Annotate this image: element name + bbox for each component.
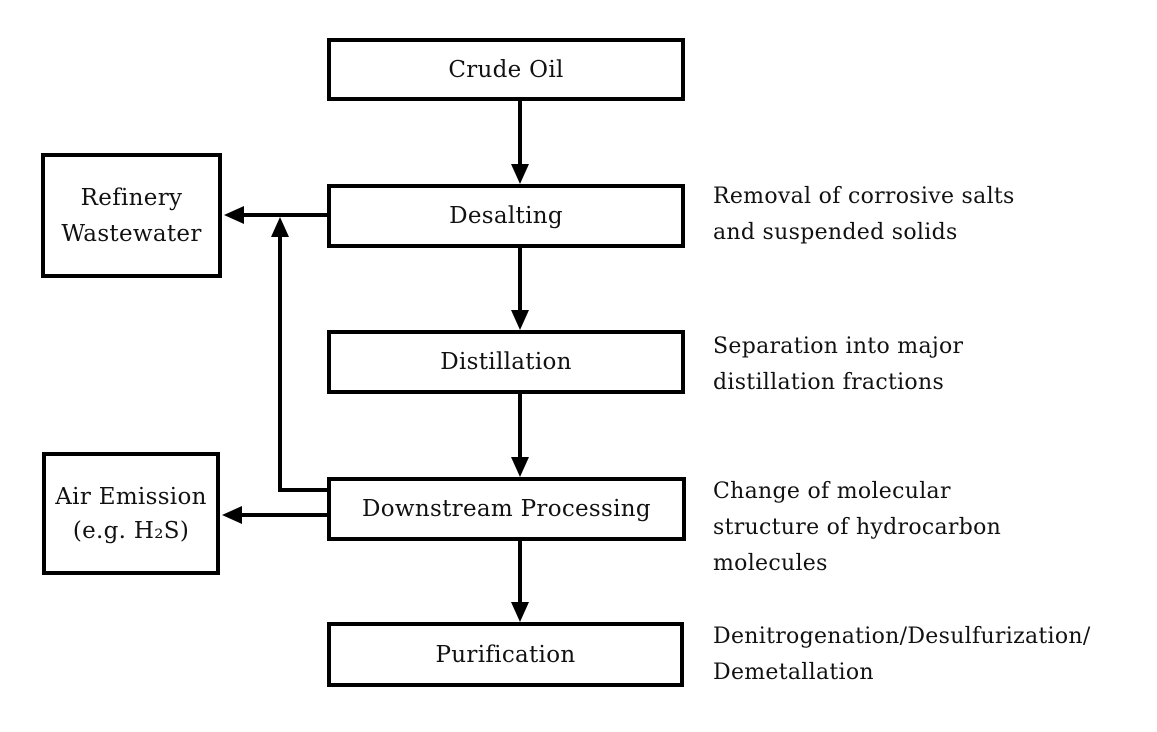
- node-crude-oil: Crude Oil: [327, 38, 685, 101]
- node-air-emission: Air Emission (e.g. H₂S): [42, 452, 220, 575]
- arrow-crude-oil-to-desalting: [511, 100, 529, 184]
- arrow-downstream-to-purification: [511, 540, 529, 622]
- arrow-downstream-to-air-emission: [222, 506, 328, 524]
- annotation-purification: Denitrogenation/Desulfurization/ Demetal…: [713, 624, 1091, 685]
- annotation-downstream: Change of molecular structure of hydroca…: [713, 479, 1002, 576]
- node-purification-label: Purification: [435, 641, 576, 668]
- arrow-desalting-to-wastewater: [224, 206, 329, 224]
- node-desalting-label: Desalting: [449, 203, 563, 229]
- node-desalting: Desalting: [327, 184, 685, 248]
- node-refinery-wastewater: Refinery Wastewater: [41, 153, 222, 278]
- node-purification: Purification: [327, 622, 684, 687]
- annotation-desalting: Removal of corrosive salts and suspended…: [713, 184, 1015, 245]
- annotation-distillation: Separation into major distillation fract…: [713, 334, 964, 395]
- node-downstream-processing: Downstream Processing: [327, 477, 686, 541]
- node-distillation: Distillation: [327, 330, 685, 394]
- node-downstream-processing-label: Downstream Processing: [362, 496, 651, 522]
- arrow-downstream-to-wastewater-connector: [271, 217, 329, 492]
- arrow-distillation-to-downstream: [511, 393, 529, 477]
- node-refinery-wastewater-label: Refinery Wastewater: [61, 184, 202, 247]
- arrow-desalting-to-distillation: [511, 247, 529, 330]
- node-distillation-label: Distillation: [440, 349, 572, 375]
- node-crude-oil-label: Crude Oil: [448, 56, 564, 83]
- node-air-emission-label: Air Emission (e.g. H₂S): [55, 483, 207, 544]
